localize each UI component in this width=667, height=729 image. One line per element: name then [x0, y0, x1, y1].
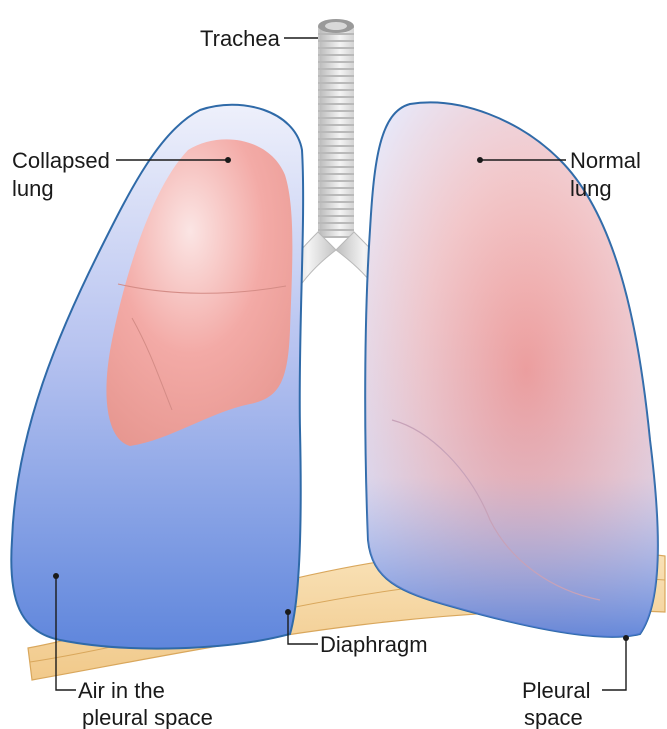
label-trachea: Trachea — [200, 26, 281, 51]
label-normal-lung: Normal lung — [570, 148, 647, 201]
label-collapsed-lung: Collapsed lung — [12, 148, 116, 201]
normal-lung-lower-shading — [365, 102, 658, 636]
label-pleural-space: Pleural space — [522, 678, 597, 729]
label-diaphragm: Diaphragm — [320, 632, 428, 657]
label-air-in-pleural-space: Air in the pleural space — [78, 678, 213, 729]
